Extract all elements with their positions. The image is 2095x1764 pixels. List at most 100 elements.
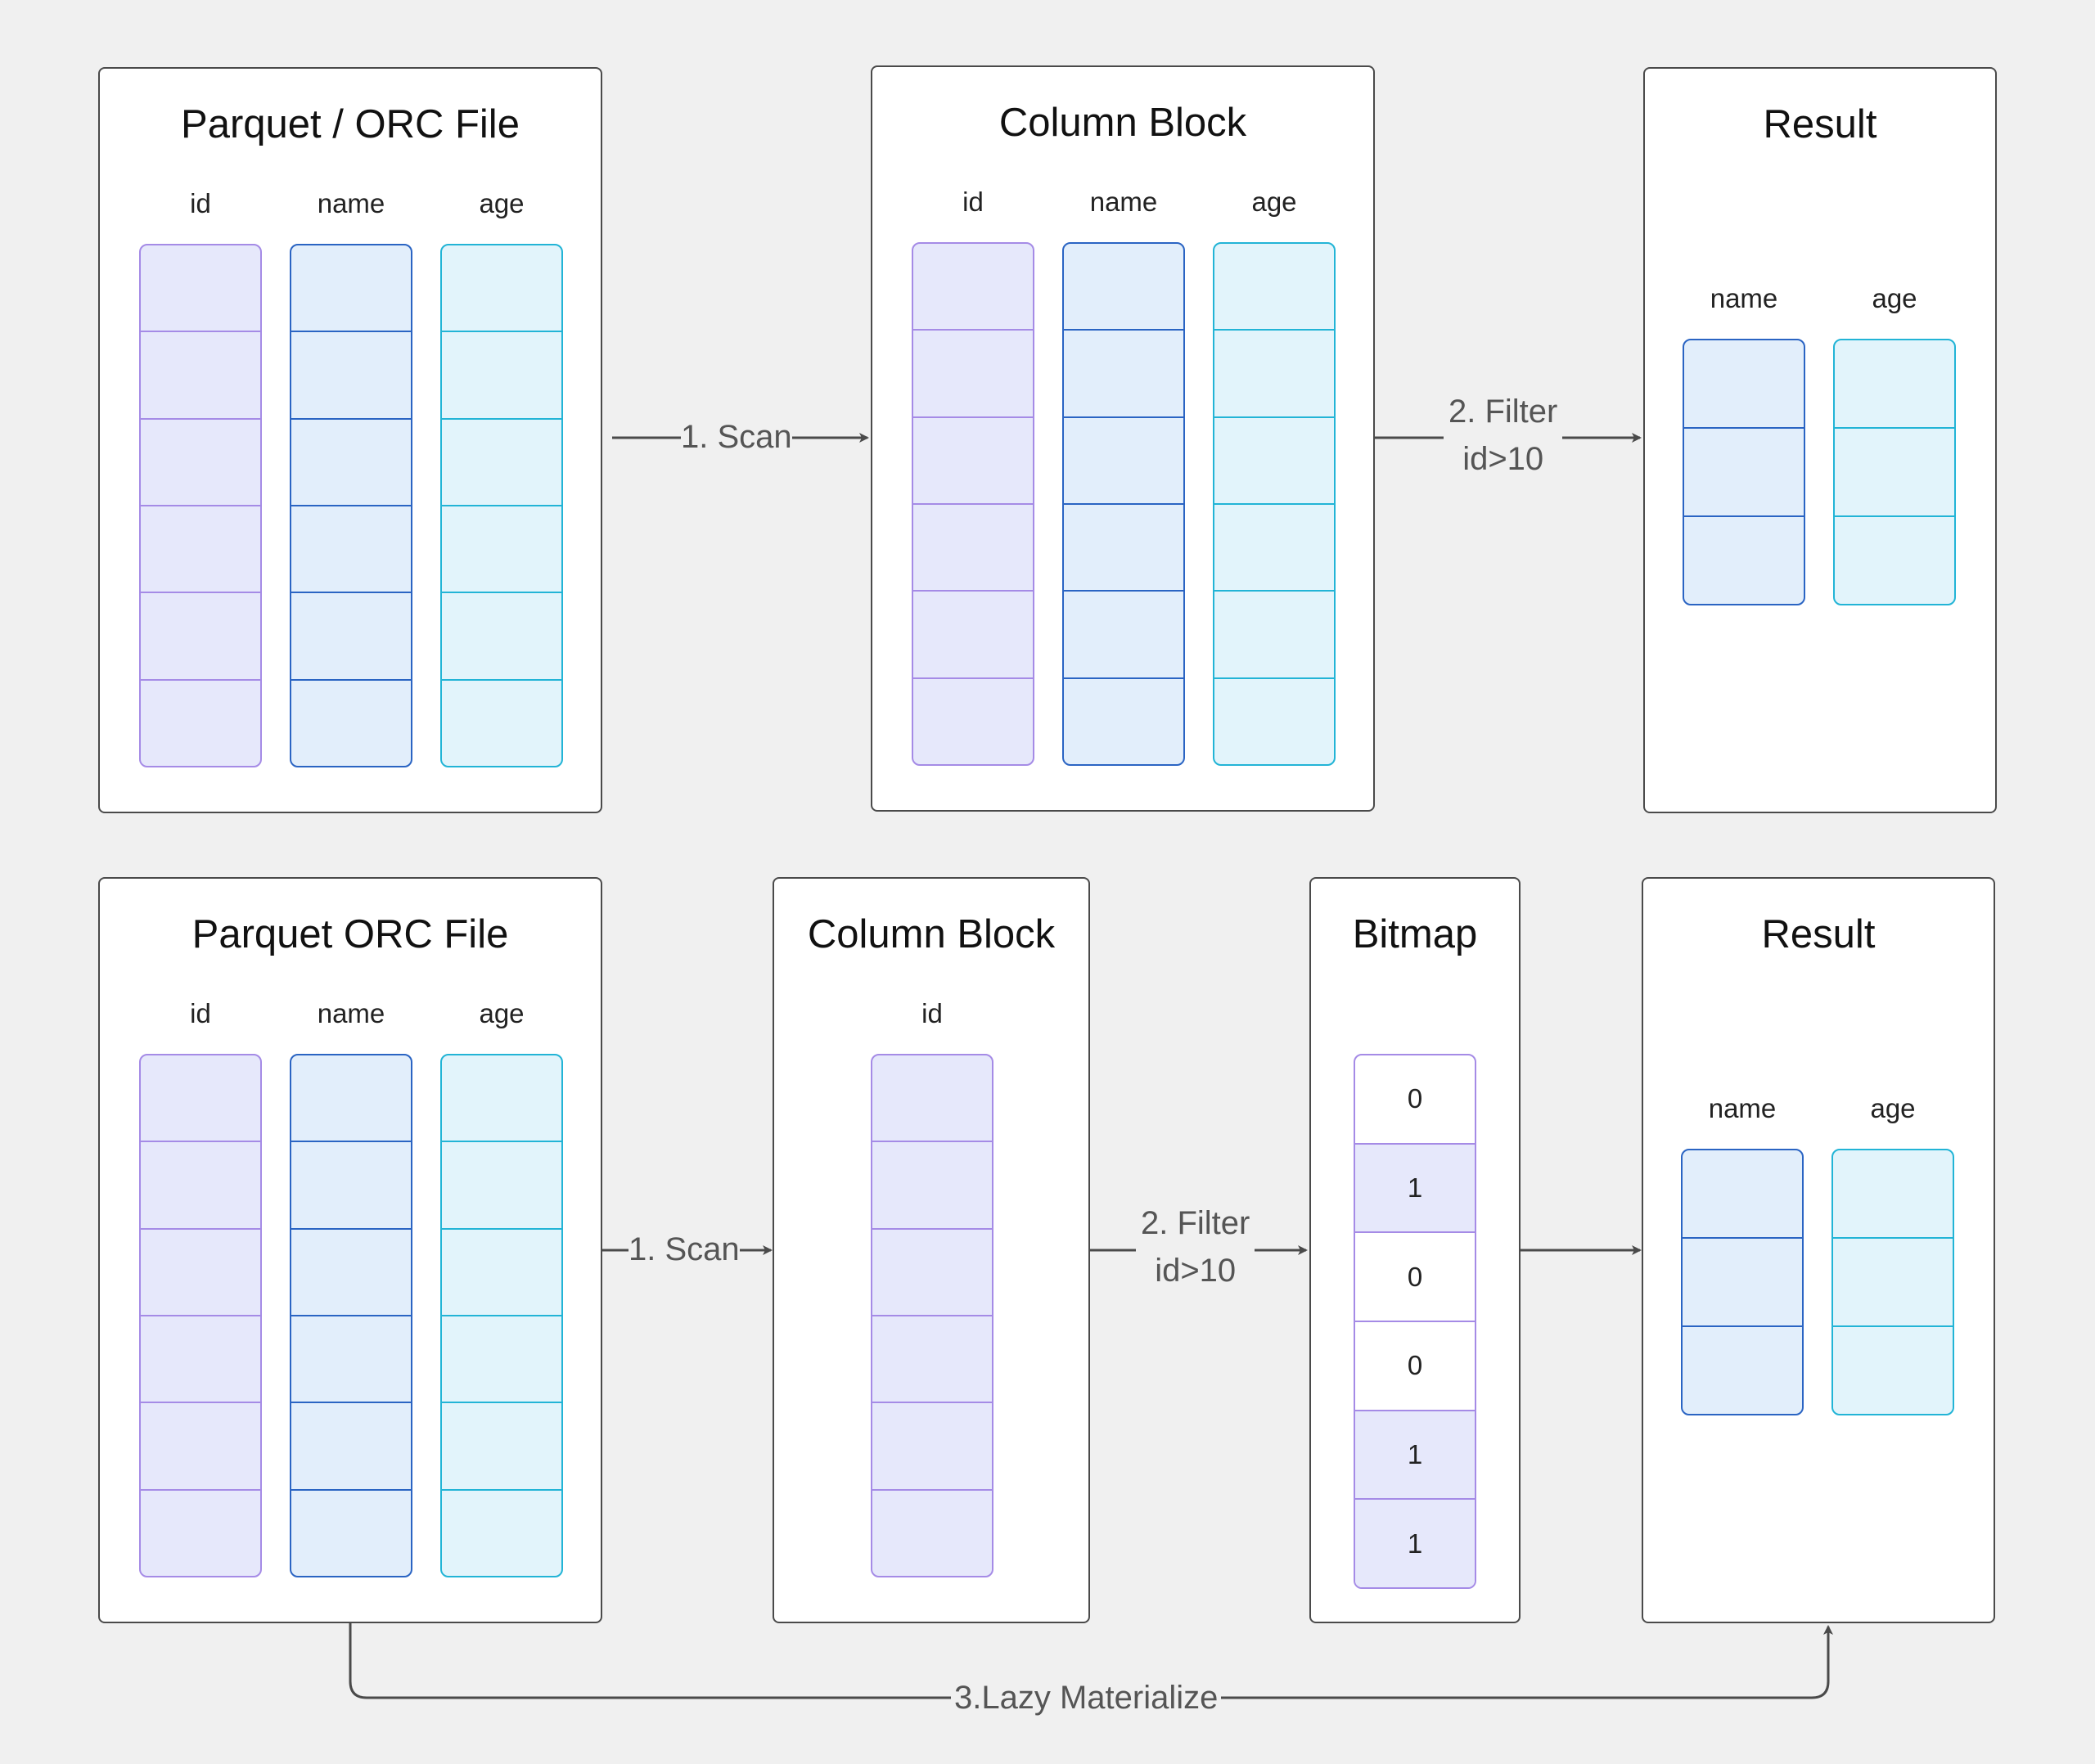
column-cell — [141, 1403, 260, 1491]
bitmap-cell: 1 — [1355, 1500, 1475, 1587]
top-result-header-age: age — [1872, 283, 1917, 313]
column-cell — [1214, 244, 1334, 331]
column-cell — [442, 1055, 561, 1143]
column-cell — [1684, 340, 1804, 429]
top-block-age-column — [1213, 242, 1336, 766]
column-cell — [1684, 429, 1804, 517]
bitmap-column: 0 1 0 0 1 1 — [1354, 1054, 1476, 1589]
column-cell — [291, 420, 411, 506]
column-cell — [442, 1491, 561, 1576]
lazy-materialize-label: 3.Lazy Materialize — [951, 1674, 1222, 1721]
column-cell — [291, 1055, 411, 1143]
column-cell — [442, 593, 561, 681]
bottom-result-age-column — [1831, 1149, 1954, 1415]
column-cell — [291, 1316, 411, 1404]
column-cell — [291, 1230, 411, 1316]
top-filter-label-line2: id>10 — [1462, 441, 1544, 477]
column-cell — [442, 245, 561, 333]
column-cell — [1214, 592, 1334, 679]
bottom-result-name-column — [1681, 1149, 1804, 1415]
bottom-block-id-column — [871, 1054, 993, 1577]
top-source-age-column — [440, 244, 563, 767]
column-cell — [913, 331, 1033, 418]
bottom-source-id-column — [139, 1054, 262, 1577]
top-source-name-column — [290, 244, 412, 767]
column-cell — [442, 1230, 561, 1316]
bottom-result-header-name: name — [1708, 1093, 1777, 1123]
column-cell — [1683, 1327, 1802, 1414]
top-source-panel: Parquet / ORC File id name age — [98, 67, 602, 813]
bottom-source-header-age: age — [479, 998, 525, 1028]
bitmap-panel: Bitmap 0 1 0 0 1 1 — [1309, 877, 1521, 1623]
column-cell — [442, 681, 561, 766]
column-cell — [1064, 592, 1183, 679]
column-cell — [291, 1142, 411, 1230]
bitmap-cell: 0 — [1355, 1055, 1475, 1145]
bottom-source-header-id: id — [190, 998, 211, 1028]
bottom-source-header-name: name — [317, 998, 385, 1028]
top-result-name-column — [1683, 339, 1805, 605]
column-cell — [1683, 1239, 1802, 1327]
column-cell — [872, 1316, 992, 1404]
column-cell — [442, 420, 561, 506]
column-cell — [291, 245, 411, 333]
top-filter-label: 2. Filter id>10 — [1444, 388, 1563, 483]
column-cell — [291, 1403, 411, 1491]
bottom-source-age-column — [440, 1054, 563, 1577]
column-cell — [872, 1491, 992, 1576]
bottom-block-panel: Column Block id — [773, 877, 1090, 1623]
column-cell — [291, 506, 411, 594]
column-cell — [1835, 517, 1954, 604]
column-cell — [141, 420, 260, 506]
column-cell — [141, 1230, 260, 1316]
column-cell — [1214, 331, 1334, 418]
column-cell — [141, 1142, 260, 1230]
bottom-source-title: Parquet ORC File — [191, 912, 509, 956]
column-cell — [141, 245, 260, 333]
top-block-title: Column Block — [998, 101, 1247, 145]
column-cell — [442, 1316, 561, 1404]
column-cell — [913, 592, 1033, 679]
bottom-filter-label-line2: id>10 — [1155, 1253, 1237, 1289]
column-cell — [1064, 679, 1183, 764]
column-cell — [1683, 1150, 1802, 1239]
column-cell — [141, 1491, 260, 1576]
column-cell — [872, 1230, 992, 1316]
column-cell — [442, 1142, 561, 1230]
top-source-header-id: id — [190, 188, 211, 218]
column-cell — [1064, 505, 1183, 592]
bitmap-cell: 1 — [1355, 1144, 1475, 1234]
column-cell — [1214, 418, 1334, 505]
top-block-id-column — [912, 242, 1034, 766]
column-cell — [442, 1403, 561, 1491]
top-block-header-name: name — [1089, 187, 1158, 217]
column-cell — [141, 593, 260, 681]
top-result-header-name: name — [1710, 283, 1778, 313]
column-cell — [291, 1491, 411, 1576]
top-scan-label: 1. Scan — [681, 413, 792, 461]
column-cell — [442, 332, 561, 420]
column-cell — [1064, 244, 1183, 331]
column-cell — [1214, 505, 1334, 592]
bitmap-cell: 0 — [1355, 1233, 1475, 1323]
bottom-block-title: Column Block — [807, 912, 1056, 956]
bottom-scan-label: 1. Scan — [628, 1226, 740, 1273]
top-source-title: Parquet / ORC File — [181, 102, 520, 146]
column-cell — [913, 679, 1033, 764]
column-cell — [141, 681, 260, 766]
column-cell — [872, 1142, 992, 1230]
column-cell — [872, 1403, 992, 1491]
top-result-panel: Result name age — [1643, 67, 1997, 813]
bottom-filter-label: 2. Filter id>10 — [1136, 1199, 1255, 1294]
column-cell — [1833, 1327, 1953, 1414]
column-cell — [1833, 1239, 1953, 1327]
top-result-title: Result — [1763, 102, 1877, 146]
bitmap-cell: 1 — [1355, 1411, 1475, 1501]
bitmap-title: Bitmap — [1352, 912, 1478, 956]
column-cell — [1835, 340, 1954, 429]
top-result-age-column — [1833, 339, 1956, 605]
top-block-header-age: age — [1251, 187, 1297, 217]
column-cell — [291, 593, 411, 681]
column-cell — [141, 1316, 260, 1404]
